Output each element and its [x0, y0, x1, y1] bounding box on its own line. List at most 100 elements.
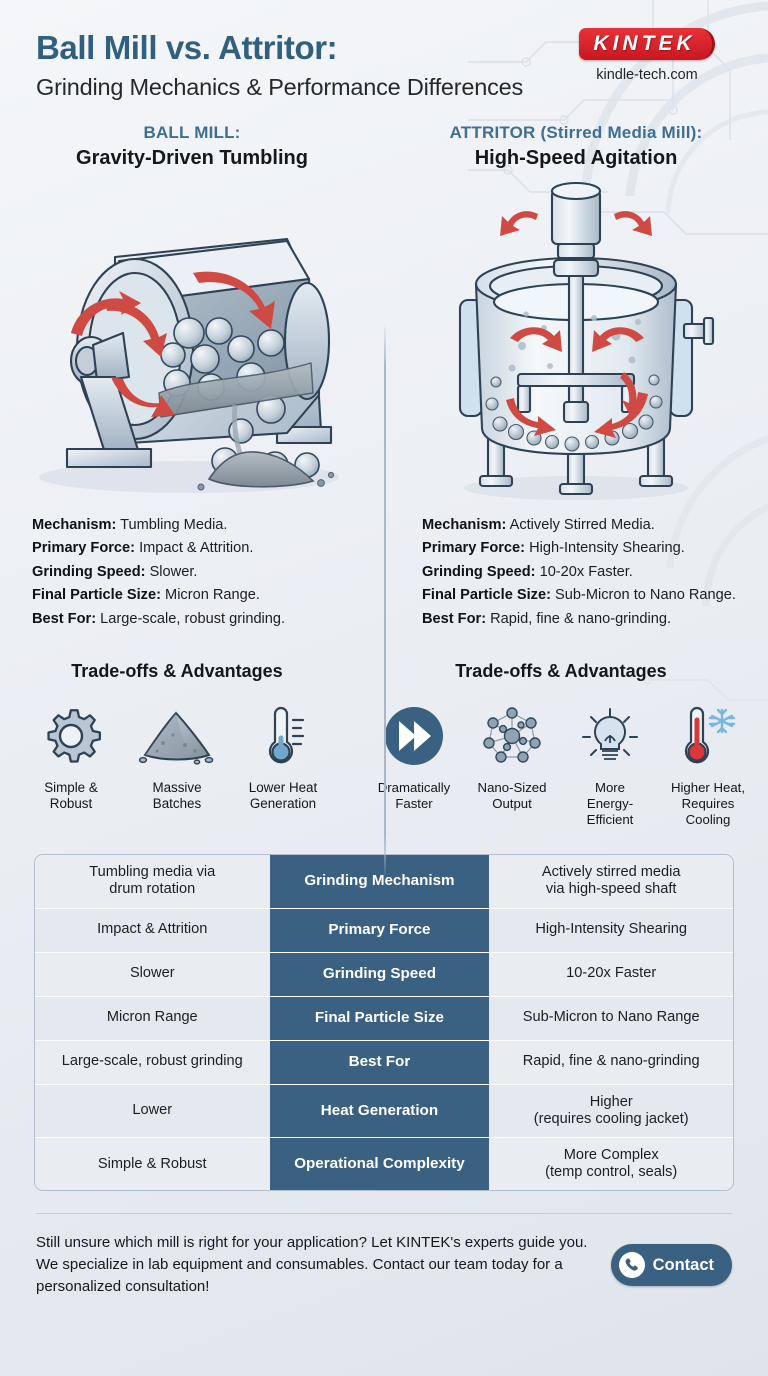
- tradeoffs-ball-mill: Trade-offs & Advantages Simple &Robust: [0, 661, 354, 828]
- table-cell-ball-mill: Slower: [35, 952, 270, 996]
- spec-label: Best For:: [32, 610, 97, 627]
- spec-label: Mechanism:: [32, 517, 117, 534]
- spec-value: Sub-Micron to Nano Range.: [555, 587, 736, 604]
- spec-label: Final Particle Size:: [32, 587, 161, 604]
- spec-label: Grinding Speed:: [422, 563, 536, 580]
- tradeoffs-divider: [384, 648, 386, 827]
- fast-forward-icon: [368, 698, 460, 774]
- table-cell-attritor: 10-20x Faster: [489, 952, 733, 996]
- spec-row: Final Particle Size: Micron Range.: [32, 584, 368, 607]
- spec-value: Actively Stirred Media.: [509, 517, 655, 534]
- thermometer-hot-snowflake-icon: [662, 698, 754, 774]
- brand-website: kindle-tech.com: [596, 67, 698, 83]
- column-headings: BALL MILL: Gravity-Driven Tumbling ATTRI…: [0, 123, 768, 170]
- table-row: Impact & Attrition Primary Force High-In…: [35, 907, 733, 952]
- spec-value: High-Intensity Shearing.: [529, 540, 685, 557]
- attritor-illustration: [458, 182, 715, 501]
- spec-row: Mechanism: Actively Stirred Media.: [422, 514, 752, 537]
- tradeoff-caption: Simple &Robust: [44, 779, 98, 812]
- tradeoffs-section: Trade-offs & Advantages Simple &Robust: [0, 648, 768, 828]
- ball-mill-illustration: [39, 238, 339, 494]
- ball-mill-tagline: Gravity-Driven Tumbling: [76, 147, 308, 170]
- spec-value: Rapid, fine & nano-grinding.: [490, 610, 672, 627]
- contact-button-label: Contact: [652, 1255, 714, 1274]
- tradeoffs-title-left: Trade-offs & Advantages: [71, 660, 283, 681]
- table-cell-ball-mill: Lower: [35, 1084, 270, 1138]
- spec-label: Final Particle Size:: [422, 587, 551, 604]
- spec-row: Primary Force: High-Intensity Shearing.: [422, 537, 752, 560]
- powder-pile-icon: [127, 698, 227, 774]
- spec-row: Final Particle Size: Sub-Micron to Nano …: [422, 584, 752, 607]
- spec-value: Micron Range.: [165, 587, 260, 604]
- page-title: Ball Mill vs. Attritor:: [36, 29, 338, 66]
- ball-mill-illustration-wrap: [14, 176, 370, 506]
- table-cell-attritor: Higher(requires cooling jacket): [489, 1084, 733, 1138]
- phone-icon: [618, 1252, 645, 1279]
- table-row: Micron Range Final Particle Size Sub-Mic…: [35, 995, 733, 1040]
- nano-molecule-icon: [466, 698, 558, 774]
- table-row: Slower Grinding Speed 10-20x Faster: [35, 951, 733, 996]
- spec-label: Grinding Speed:: [32, 563, 146, 580]
- table-cell-attribute: Primary Force: [269, 908, 490, 952]
- spec-label: Mechanism:: [422, 517, 507, 534]
- attritor-tagline: High-Speed Agitation: [474, 147, 678, 170]
- table-cell-attribute: Best For: [269, 1040, 490, 1084]
- spec-value: Impact & Attrition.: [139, 540, 254, 557]
- spec-label: Best For:: [422, 610, 487, 627]
- column-attritor: Mechanism: Actively Stirred Media. Prima…: [384, 170, 768, 631]
- page-subtitle: Grinding Mechanics & Performance Differe…: [36, 73, 524, 100]
- table-cell-ball-mill: Simple & Robust: [35, 1138, 270, 1191]
- kintek-logo: KINTEK: [579, 28, 715, 60]
- table-cell-attribute: Grinding Speed: [269, 952, 490, 996]
- spec-value: Large-scale, robust grinding.: [100, 610, 286, 627]
- gear-icon: [21, 698, 121, 774]
- comparison-columns: Mechanism: Tumbling Media. Primary Force…: [0, 170, 768, 881]
- brand-block: KINTEK kindle-tech.com: [562, 28, 732, 83]
- tradeoff-item: Simple &Robust: [21, 698, 121, 813]
- table-cell-ball-mill: Large-scale, robust grinding: [35, 1040, 270, 1084]
- thermometer-cool-icon: [233, 698, 333, 774]
- attritor-specs: Mechanism: Actively Stirred Media. Prima…: [398, 506, 754, 631]
- spec-value: Slower.: [149, 563, 198, 580]
- ball-mill-specs: Mechanism: Tumbling Media. Primary Force…: [14, 506, 370, 631]
- table-cell-attribute: Operational Complexity: [269, 1138, 490, 1191]
- table-cell-attritor: High-Intensity Shearing: [489, 908, 733, 952]
- spec-row: Best For: Large-scale, robust grinding.: [32, 608, 368, 631]
- column-heading-attritor: ATTRITOR (Stirred Media Mill): High-Spee…: [384, 123, 768, 170]
- contact-button[interactable]: Contact: [610, 1244, 732, 1287]
- footer: Still unsure which mill is right for you…: [36, 1213, 732, 1298]
- spec-row: Grinding Speed: Slower.: [32, 561, 368, 584]
- table-cell-attritor: Rapid, fine & nano-grinding: [489, 1040, 733, 1084]
- spec-value: 10-20x Faster.: [539, 563, 633, 580]
- table-cell-ball-mill: Impact & Attrition: [35, 908, 270, 952]
- spec-label: Primary Force:: [422, 540, 526, 557]
- kintek-logo-text: KINTEK: [593, 32, 696, 55]
- spec-row: Primary Force: Impact & Attrition.: [32, 537, 368, 560]
- table-cell-attribute: Heat Generation: [269, 1084, 490, 1138]
- spec-row: Grinding Speed: 10-20x Faster.: [422, 561, 752, 584]
- table-cell-attritor: More Complex(temp control, seals): [489, 1138, 733, 1191]
- page-header: Ball Mill vs. Attritor: Grinding Mechani…: [0, 0, 768, 107]
- spec-row: Mechanism: Tumbling Media.: [32, 514, 368, 537]
- spec-row: Best For: Rapid, fine & nano-grinding.: [422, 608, 752, 631]
- attritor-illustration-wrap: [398, 176, 754, 506]
- lightbulb-icon: [564, 698, 656, 774]
- table-cell-attribute: Grinding Mechanism: [269, 855, 490, 908]
- spec-value: Tumbling Media.: [120, 517, 228, 534]
- table-cell-attritor: Sub-Micron to Nano Range: [489, 996, 733, 1040]
